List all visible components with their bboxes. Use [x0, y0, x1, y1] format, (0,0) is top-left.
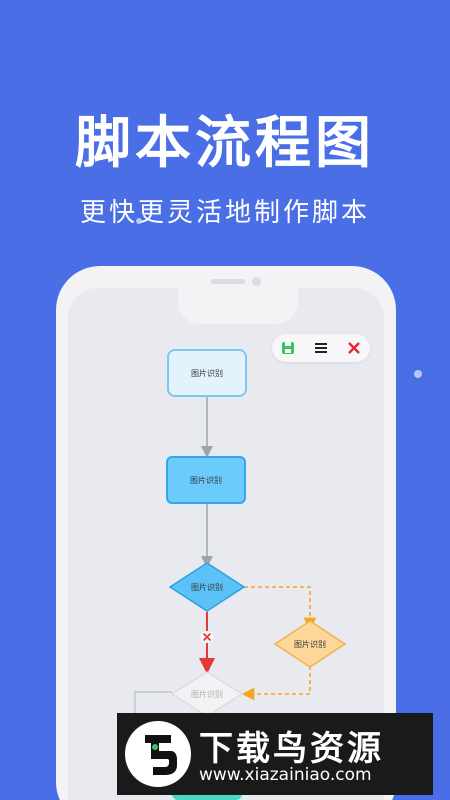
connector-yes-path — [244, 586, 317, 631]
flow-node-label: 图片识别 — [190, 475, 222, 485]
menu-icon — [314, 343, 327, 353]
flow-toolbar — [272, 334, 370, 362]
no-path-close-icon — [202, 632, 212, 642]
page-subtitle: 更快更灵活地制作脚本 — [79, 198, 370, 228]
flow-node-start[interactable]: 图片识别 — [167, 349, 247, 397]
phone-camera — [252, 277, 261, 286]
connector-return-path — [241, 666, 311, 701]
save-icon — [282, 342, 295, 354]
watermark-banner: 下载鸟资源 www.xiazainiao.com — [117, 713, 433, 795]
connector-line — [134, 691, 172, 713]
flow-node-action[interactable]: 图片识别 — [166, 456, 246, 504]
sparkle-decoration — [414, 370, 422, 378]
phone-speaker — [211, 279, 245, 284]
phone-notch — [178, 288, 298, 324]
decision-diamond-blue — [168, 562, 246, 612]
page-title: 脚本流程图 — [75, 111, 375, 176]
sparkle-decoration — [136, 218, 142, 224]
close-button[interactable] — [344, 338, 364, 358]
save-button[interactable] — [278, 338, 298, 358]
watermark-title: 下载鸟资源 — [199, 729, 384, 769]
flow-node-decision[interactable]: 图片识别 — [175, 577, 239, 597]
flow-node-label: 图片识别 — [191, 689, 223, 699]
watermark-url: www.xiazainiao.com — [199, 765, 372, 785]
flow-node-label: 图片识别 — [191, 582, 223, 592]
menu-button[interactable] — [311, 338, 331, 358]
flow-node-branch[interactable]: 图片识别 — [278, 634, 342, 654]
close-icon — [347, 342, 360, 354]
flow-node-merge[interactable]: 图片识别 — [175, 684, 239, 704]
bird-logo-icon — [125, 721, 191, 787]
flow-node-label: 图片识别 — [191, 368, 223, 378]
decision-diamond-orange — [273, 620, 347, 668]
flow-node-label: 图片识别 — [294, 639, 326, 649]
